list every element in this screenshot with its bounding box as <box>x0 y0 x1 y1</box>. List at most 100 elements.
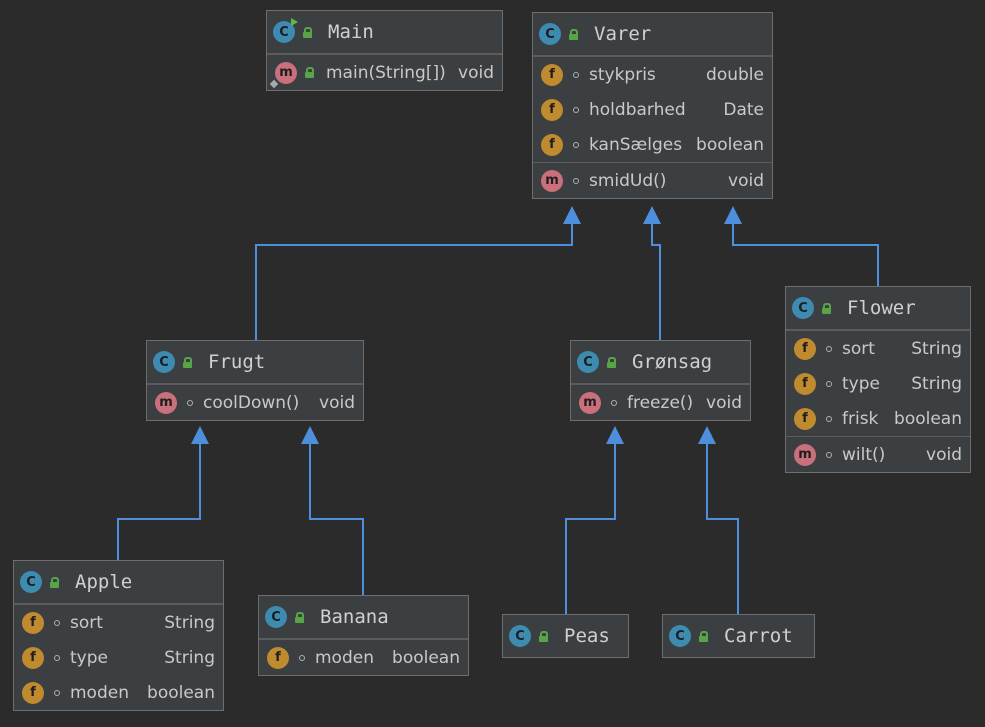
arrow-gronsag-peas <box>606 426 624 444</box>
method-return-type: void <box>728 170 764 191</box>
public-lock-icon <box>305 67 316 78</box>
field-row[interactable]: f holdbarhed Date <box>533 92 772 127</box>
edge-carrot-gronsag <box>706 444 739 614</box>
arrow-frugt-banana <box>301 426 319 444</box>
package-private-icon <box>611 399 617 406</box>
package-private-icon <box>299 654 305 661</box>
class-icon: C <box>539 23 561 45</box>
field-row[interactable]: f kanSælges boolean <box>533 127 772 162</box>
edge-peas-gronsag <box>565 444 616 614</box>
method-return-type: void <box>319 392 355 413</box>
public-lock-icon <box>569 28 580 40</box>
method-return-type: void <box>706 392 742 413</box>
package-private-icon <box>826 380 832 387</box>
class-header: C Banana <box>259 596 468 639</box>
methods-section: m smidUd() void <box>533 162 772 198</box>
class-icon: C <box>273 18 298 43</box>
field-icon: f <box>541 133 563 156</box>
method-icon: m <box>579 391 601 414</box>
fields-section: f sort String f type String f frisk bool… <box>786 330 970 436</box>
public-lock-icon <box>50 576 61 588</box>
class-varer[interactable]: C Varer f stykpris double f holdbarhed D… <box>532 12 773 199</box>
field-name: type <box>70 647 108 668</box>
field-type: boolean <box>894 408 962 429</box>
class-flower[interactable]: C Flower f sort String f type String f f… <box>785 286 971 473</box>
package-private-icon <box>573 177 579 184</box>
class-name: Main <box>328 21 374 43</box>
field-row[interactable]: f frisk boolean <box>786 401 970 436</box>
package-private-icon <box>826 451 832 458</box>
class-carrot[interactable]: C Carrot <box>662 614 815 658</box>
field-name: frisk <box>842 408 879 429</box>
field-type: String <box>911 338 962 359</box>
method-icon: m <box>541 169 563 192</box>
class-icon: C <box>153 351 175 373</box>
package-private-icon <box>54 619 60 626</box>
package-private-icon <box>826 345 832 352</box>
method-name: coolDown() <box>203 392 300 413</box>
field-name: moden <box>315 647 374 668</box>
arrow-varer-flower <box>724 206 742 224</box>
class-peas[interactable]: C Peas <box>502 614 629 658</box>
class-name: Apple <box>75 571 133 593</box>
field-row[interactable]: f sort String <box>786 331 970 366</box>
edge-apple-frugt <box>117 444 201 560</box>
field-row[interactable]: f moden boolean <box>14 675 223 710</box>
public-lock-icon <box>183 356 194 368</box>
public-lock-icon <box>303 26 314 38</box>
method-row[interactable]: m freeze() void <box>571 385 750 420</box>
field-type: boolean <box>392 647 460 668</box>
method-return-type: void <box>926 444 962 465</box>
field-icon: f <box>267 646 289 669</box>
class-icon: C <box>20 571 42 593</box>
field-row[interactable]: f stykpris double <box>533 57 772 92</box>
field-row[interactable]: f moden boolean <box>259 640 468 675</box>
field-row[interactable]: f type String <box>14 640 223 675</box>
field-name: sort <box>70 612 103 633</box>
static-icon <box>269 79 279 88</box>
package-private-icon <box>573 106 579 113</box>
class-gronsag[interactable]: C Grønsag m freeze() void <box>570 340 751 421</box>
method-row[interactable]: m coolDown() void <box>147 385 363 420</box>
fields-section: f stykpris double f holdbarhed Date f ka… <box>533 56 772 162</box>
class-name: Frugt <box>208 351 266 373</box>
method-name: freeze() <box>627 392 694 413</box>
methods-section: m wilt() void <box>786 436 970 472</box>
method-row[interactable]: m smidUd() void <box>533 163 772 198</box>
class-header: C Carrot <box>663 615 814 657</box>
method-row[interactable]: m wilt() void <box>786 437 970 472</box>
class-apple[interactable]: C Apple f sort String f type String f mo… <box>13 560 224 711</box>
class-header: C Grønsag <box>571 341 750 384</box>
field-icon: f <box>22 681 44 704</box>
class-frugt[interactable]: C Frugt m coolDown() void <box>146 340 364 421</box>
class-icon: C <box>669 625 691 647</box>
method-icon: m <box>794 443 816 466</box>
class-banana[interactable]: C Banana f moden boolean <box>258 595 469 676</box>
field-row[interactable]: f type String <box>786 366 970 401</box>
package-private-icon <box>54 689 60 696</box>
method-return-type: void <box>458 62 494 83</box>
field-type: boolean <box>696 134 764 155</box>
arrow-gronsag-carrot <box>698 426 716 444</box>
methods-section: m main(String[]) void <box>267 54 502 90</box>
class-name: Banana <box>320 606 389 628</box>
field-icon: f <box>794 407 816 430</box>
field-icon: f <box>541 63 563 86</box>
arrow-varer-frugt <box>563 206 581 224</box>
class-main[interactable]: C Main m main(String[]) void <box>266 10 503 91</box>
package-private-icon <box>573 141 579 148</box>
class-header: C Apple <box>14 561 223 604</box>
method-row[interactable]: m main(String[]) void <box>267 55 502 90</box>
fields-section: f moden boolean <box>259 639 468 675</box>
method-name: wilt() <box>842 444 886 465</box>
field-icon: f <box>794 372 816 395</box>
public-lock-icon <box>822 302 833 314</box>
method-name: main(String[]) <box>326 62 446 83</box>
field-row[interactable]: f sort String <box>14 605 223 640</box>
field-type: boolean <box>147 682 215 703</box>
edge-flower-varer <box>732 224 879 286</box>
arrow-frugt-apple <box>191 426 209 444</box>
field-type: Date <box>723 99 764 120</box>
public-lock-icon <box>539 630 550 642</box>
